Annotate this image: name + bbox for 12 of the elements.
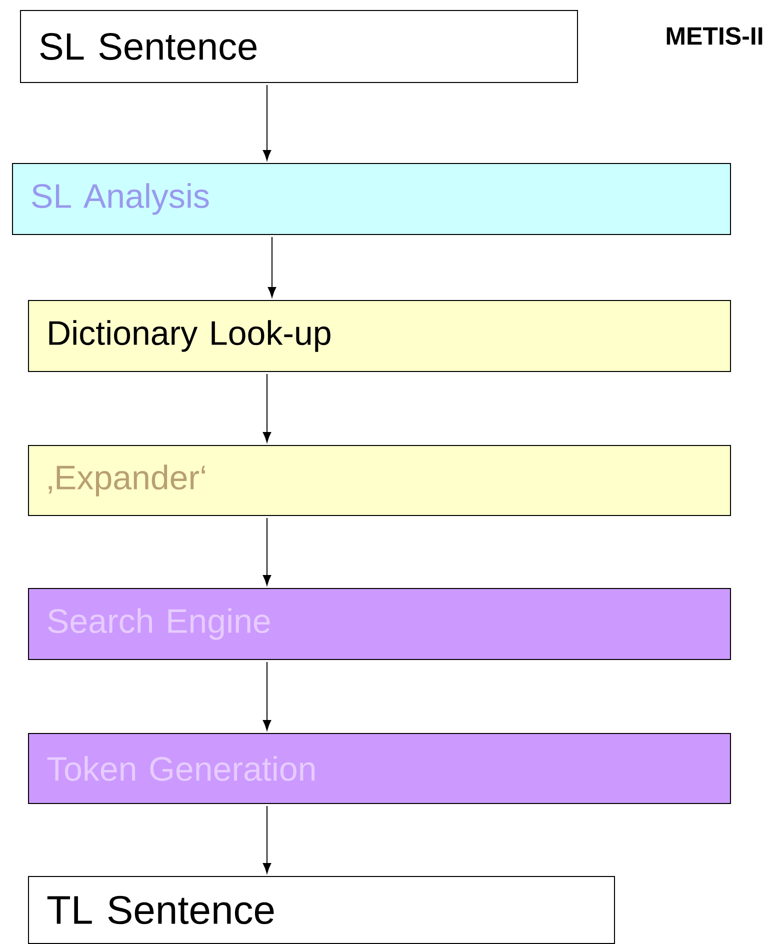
process-box: Dictionary Look-up	[28, 300, 731, 372]
arrow	[262, 518, 272, 586]
arrow	[262, 84, 272, 160]
process-box: SL Sentence	[20, 10, 578, 83]
process-box: SL Analysis	[12, 163, 731, 235]
arrow	[262, 806, 272, 874]
process-box: TL Sentence	[28, 876, 615, 944]
arrow	[262, 662, 272, 730]
title: METIS-II	[666, 27, 762, 45]
process-box: ‚Expander‘	[28, 445, 731, 516]
arrow	[262, 374, 272, 442]
arrow	[268, 236, 276, 298]
